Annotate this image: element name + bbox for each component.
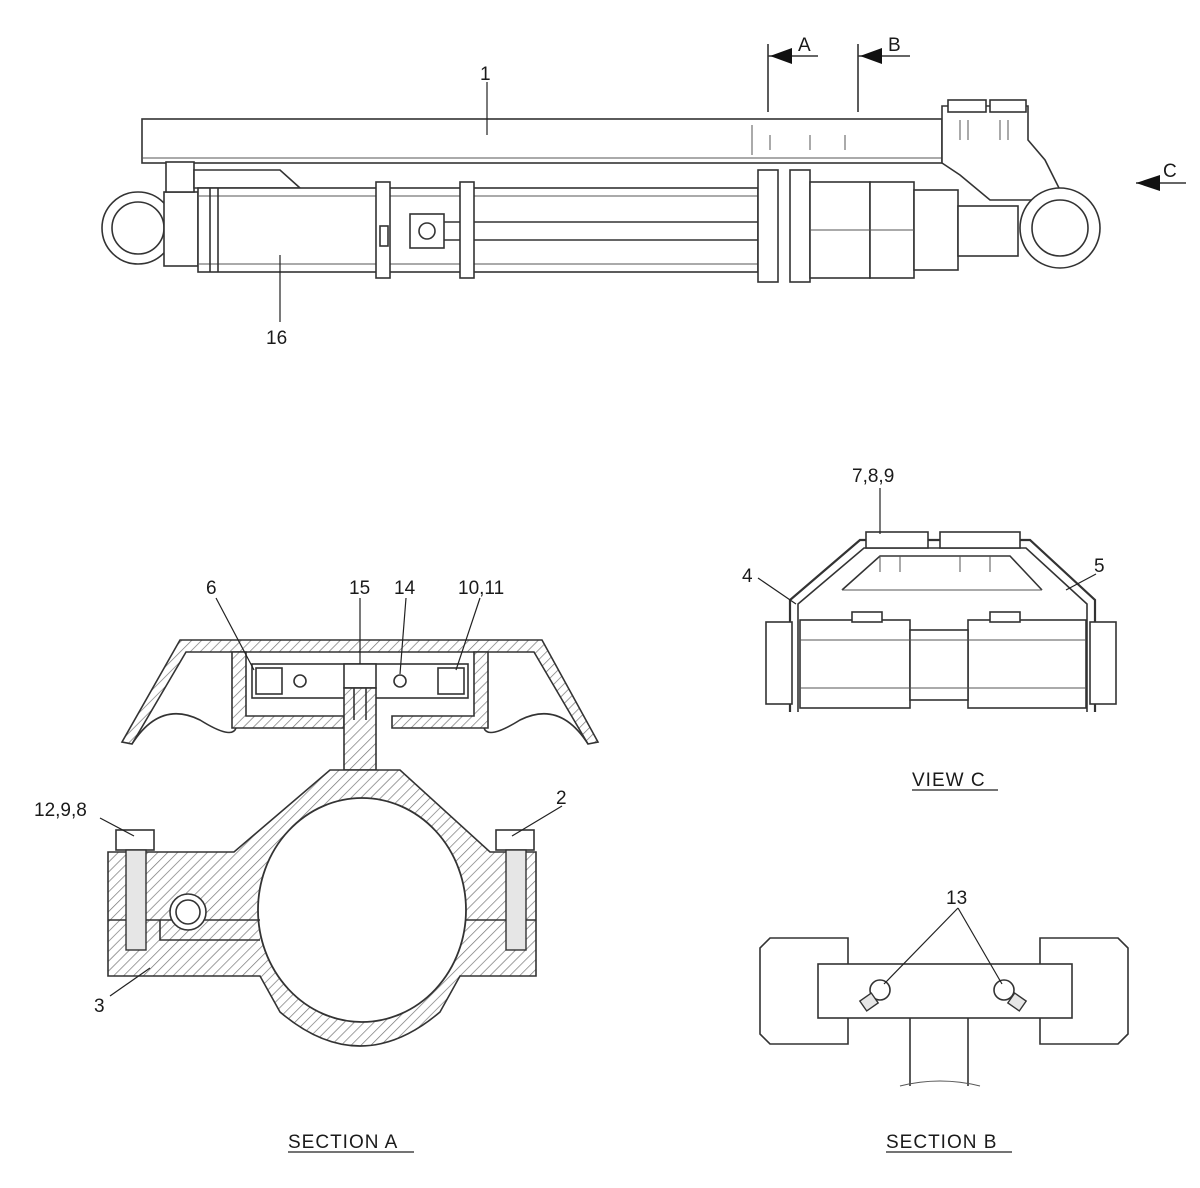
hydraulic-cylinder — [101, 161, 1101, 283]
callout-16: 16 — [266, 328, 287, 349]
callout-5: 5 — [1094, 556, 1105, 577]
section-a-cut — [767, 44, 818, 112]
view-c-caption: VIEW C — [912, 770, 986, 791]
callout-12-9-8: 12,9,8 — [34, 800, 87, 821]
callout-15: 15 — [349, 578, 370, 599]
callout-6: 6 — [206, 578, 217, 599]
section-a-caption: SECTION A — [288, 1132, 398, 1153]
view-c-drawing — [757, 488, 1117, 791]
callout-4: 4 — [742, 566, 753, 587]
section-a-drawing — [99, 597, 600, 1153]
callout-10-11: 10,11 — [458, 578, 504, 599]
callout-1: 1 — [480, 64, 491, 85]
callout-3: 3 — [94, 996, 105, 1017]
section-a-mark: A — [798, 35, 811, 56]
side-elevation-view — [101, 44, 1186, 322]
callout-2: 2 — [556, 788, 567, 809]
view-c-mark: C — [1163, 161, 1177, 182]
view-c-arrow — [1136, 175, 1186, 191]
section-b-mark: B — [888, 35, 901, 56]
callout-13: 13 — [946, 888, 967, 909]
section-b-caption: SECTION B — [886, 1132, 997, 1153]
section-b-drawing — [759, 907, 1129, 1153]
top-beam — [141, 99, 1062, 201]
callout-7-8-9: 7,8,9 — [852, 466, 894, 487]
callout-14: 14 — [394, 578, 416, 599]
section-b-cut — [857, 44, 910, 112]
